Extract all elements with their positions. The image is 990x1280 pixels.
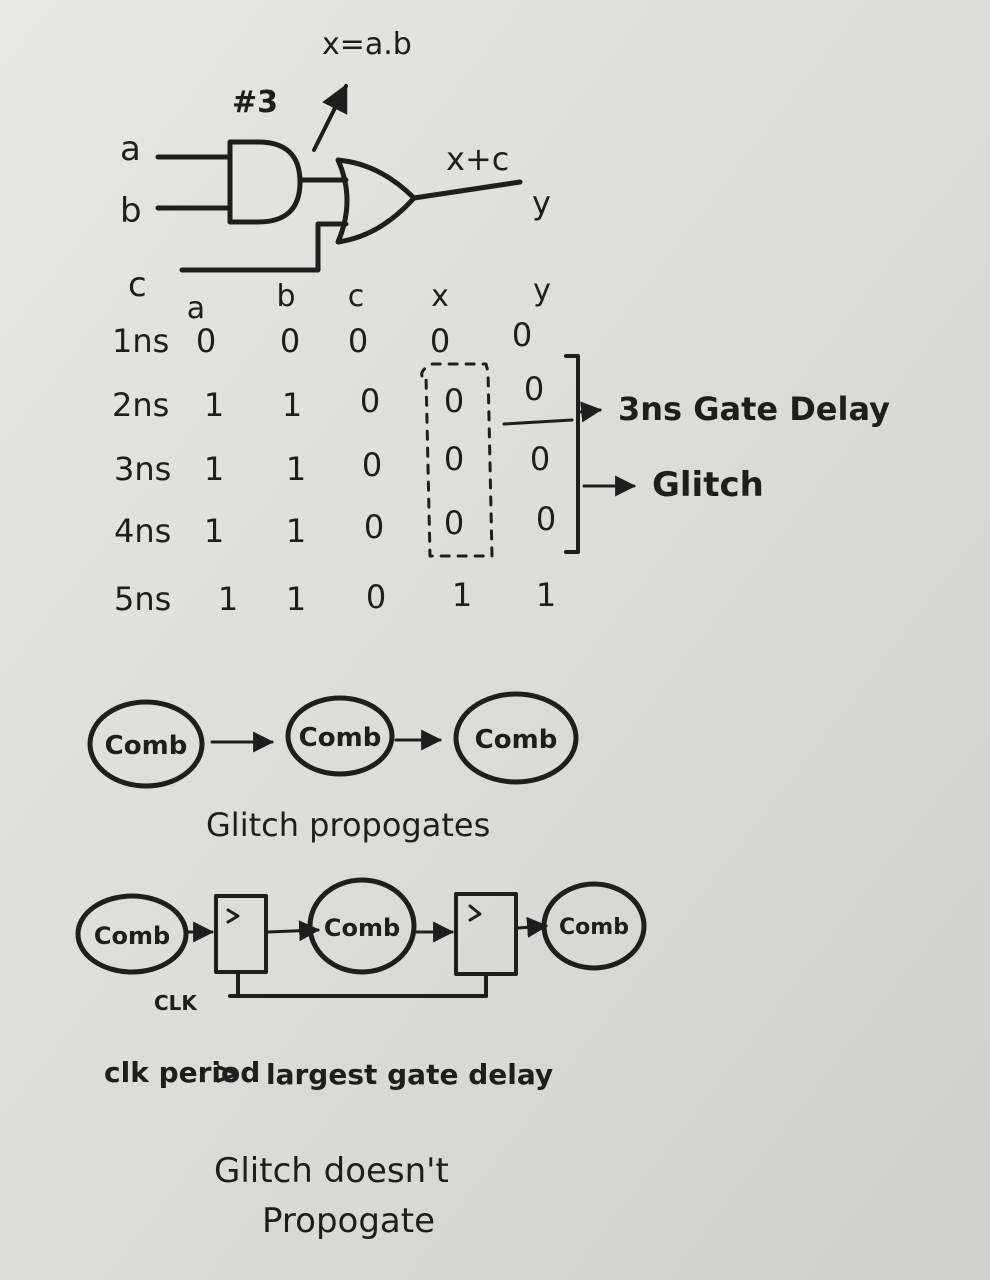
- gate-delay-divider: [502, 418, 574, 426]
- cell-c: 0: [362, 446, 382, 484]
- comb-block-label: Comb: [475, 725, 558, 755]
- x-column-dashed-box: [420, 362, 494, 558]
- table-row: 3ns 1 1 0 0 0: [114, 440, 550, 488]
- flip-flop: [214, 894, 268, 974]
- table-row: 4ns 1 1 0 0 0: [114, 500, 556, 550]
- cell-b: 1: [282, 386, 302, 424]
- comb-block-label: Comb: [559, 915, 629, 940]
- row-time: 2ns: [112, 386, 169, 424]
- comb-block-label: Comb: [324, 914, 400, 942]
- comb-block: [75, 893, 189, 975]
- row-time: 4ns: [114, 512, 171, 550]
- comb-block: [453, 691, 579, 785]
- glitch-bracket: [564, 354, 580, 554]
- cell-y: 0: [536, 500, 556, 538]
- comb-block: [87, 699, 205, 789]
- wire-y: [411, 179, 523, 201]
- glitch-propagation-diagram: Comb Comb Comb Glitch propogates: [87, 691, 579, 844]
- comb-block-label: Comb: [299, 723, 382, 753]
- comb-block: [285, 695, 395, 777]
- output-y-label: y: [532, 184, 551, 222]
- gate-delay-arrow: [578, 401, 603, 423]
- row-time: 3ns: [114, 450, 171, 488]
- cell-a: 0: [196, 322, 216, 360]
- gate-delay-label: #3: [232, 85, 278, 120]
- cell-a: 1: [204, 450, 224, 488]
- cell-x: 1: [452, 576, 472, 614]
- cell-x: 0: [444, 440, 464, 478]
- table-row: 1ns 0 0 0 0 0: [112, 316, 532, 360]
- x-pointer-arrow: [312, 83, 348, 152]
- header-b: b: [276, 279, 295, 314]
- cell-b: 0: [280, 322, 300, 360]
- glitch-propagates-caption: Glitch propogates: [206, 806, 490, 844]
- or-output-expression: x+c: [446, 140, 509, 178]
- row-time: 5ns: [114, 580, 171, 618]
- glitch-doesnt-caption: Glitch doesn't: [214, 1151, 449, 1191]
- comb-block: [307, 877, 417, 975]
- cell-b: 1: [286, 580, 306, 618]
- registered-pipeline-diagram: Comb Comb Comb CLK clk period > largest …: [75, 877, 647, 1241]
- input-a-label: a: [120, 129, 141, 169]
- chain-arrow: [516, 916, 549, 938]
- timing-table: a b c x y 1ns 0 0 0 0 0 2ns 1 1 0 0 0 3n…: [112, 273, 890, 618]
- input-c-label: c: [128, 265, 147, 305]
- clk-period-label: clk period: [104, 1056, 260, 1089]
- cell-c: 0: [366, 578, 386, 616]
- cell-y: 0: [512, 316, 532, 354]
- largest-gate-delay-label: largest gate delay: [266, 1058, 553, 1091]
- table-row: 5ns 1 1 0 1 1: [114, 576, 556, 618]
- cell-x: 0: [430, 322, 450, 360]
- cell-b: 1: [286, 512, 306, 550]
- cell-x: 0: [444, 504, 464, 542]
- glitch-annotation: Glitch: [652, 465, 764, 505]
- cell-y: 0: [524, 370, 544, 408]
- comb-block-label: Comb: [105, 731, 188, 761]
- cell-y: 0: [530, 440, 550, 478]
- header-a: a: [187, 291, 205, 326]
- comb-block-label: Comb: [94, 922, 170, 950]
- cell-a: 1: [204, 386, 224, 424]
- cell-b: 1: [286, 450, 306, 488]
- clk-label: CLK: [154, 991, 198, 1015]
- cell-x: 0: [444, 382, 464, 420]
- wire-c: [179, 221, 349, 273]
- cell-c: 0: [348, 322, 368, 360]
- cell-c: 0: [360, 382, 380, 420]
- circuit-diagram: x=a.b #3 a b c x+c y: [120, 27, 551, 305]
- comb-block: [541, 881, 647, 971]
- propogate-caption: Propogate: [262, 1201, 435, 1241]
- cell-y: 1: [536, 576, 556, 614]
- and-output-expression: x=a.b: [322, 27, 412, 62]
- flip-flop-clock-mark: [226, 908, 240, 924]
- or-gate: [335, 157, 417, 245]
- header-y: y: [533, 273, 551, 308]
- table-row: 2ns 1 1 0 0 0: [112, 370, 544, 424]
- cell-a: 1: [204, 512, 224, 550]
- gate-delay-annotation: 3ns Gate Delay: [618, 390, 890, 428]
- row-time: 1ns: [112, 322, 169, 360]
- input-b-label: b: [120, 191, 142, 231]
- cell-a: 1: [218, 580, 238, 618]
- header-x: x: [431, 279, 449, 314]
- header-c: c: [348, 279, 365, 314]
- cell-c: 0: [364, 508, 384, 546]
- greater-than-symbol: >: [214, 1054, 241, 1092]
- flip-flop-clock-mark: [468, 904, 482, 922]
